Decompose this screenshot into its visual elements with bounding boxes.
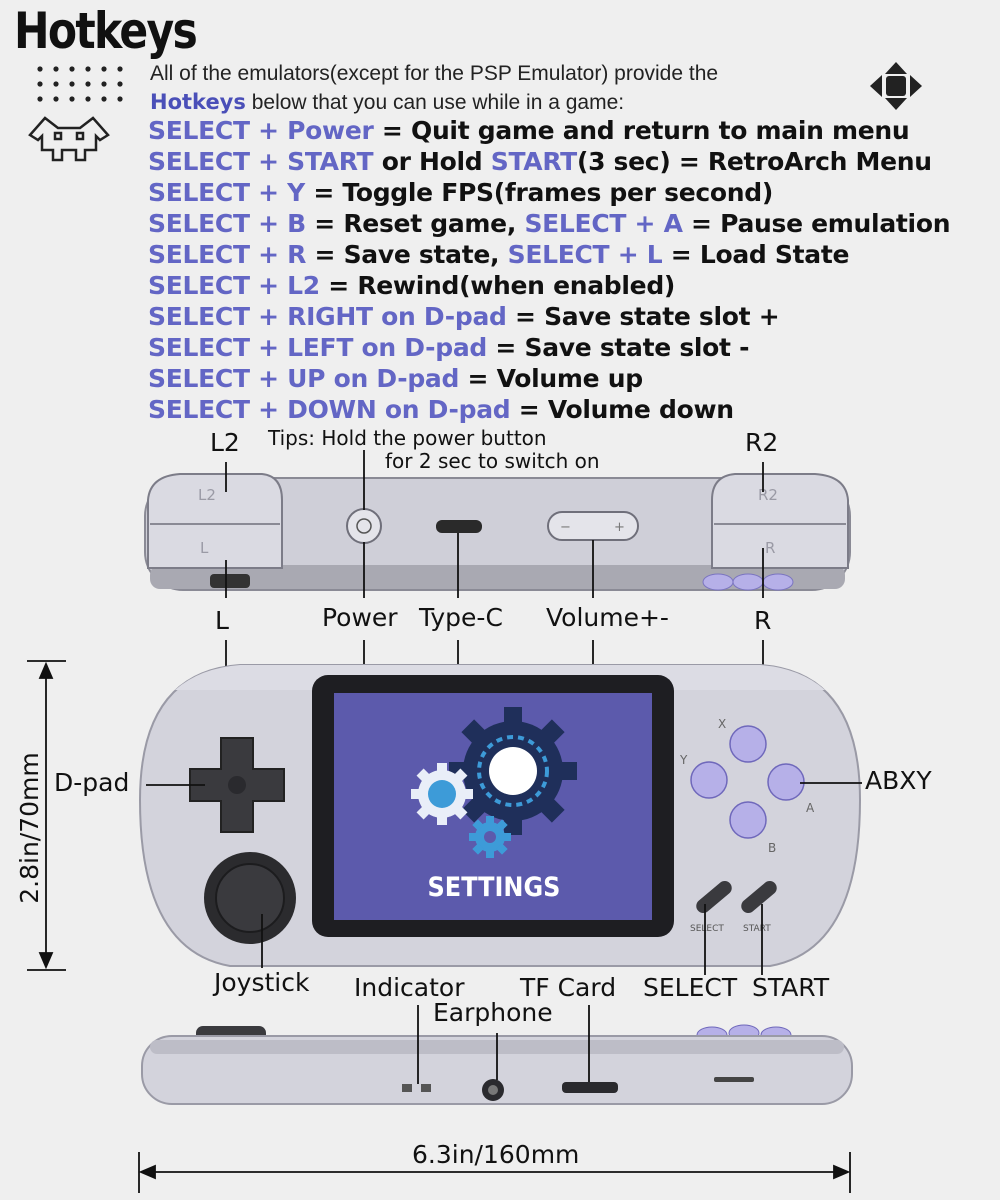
dpad-icon [189, 737, 285, 833]
dpad-arrows-icon [870, 62, 922, 110]
label-typec: Type-C [419, 603, 503, 632]
hotkey-line: SELECT + Y = Toggle FPS(frames per secon… [148, 178, 773, 207]
device-front-view [138, 640, 862, 967]
hotkey-combo: SELECT + L [507, 240, 663, 269]
hotkey-combo: SELECT + L2 [148, 271, 320, 300]
label-indicator: Indicator [354, 973, 465, 1002]
screen-settings-text: SETTINGS [428, 872, 561, 902]
hotkey-combo: SELECT + Y [148, 178, 305, 207]
label-volume: Volume+- [546, 603, 669, 632]
device-print-vol-plus: + [614, 520, 625, 535]
hotkey-combo: SELECT + B [148, 209, 306, 238]
intro-line-1: All of the emulators(except for the PSP … [150, 62, 719, 85]
hotkey-action: or Hold [373, 147, 491, 176]
label-select: SELECT [643, 973, 738, 1002]
intro-hotkeys-word: Hotkeys [150, 90, 246, 114]
device-print-b: B [768, 841, 776, 855]
device-top-view [144, 473, 851, 591]
tips-line-1: Tips: Hold the power button [268, 426, 547, 450]
page-title: Hotkeys [14, 2, 198, 60]
device-print-l: L [200, 539, 209, 557]
device-print-x: X [718, 717, 726, 731]
hotkey-line: SELECT + LEFT on D-pad = Save state slot… [148, 333, 749, 362]
hotkey-action: = Volume down [510, 395, 734, 424]
label-l: L [215, 606, 229, 635]
hotkey-combo: SELECT + START [148, 147, 374, 176]
hotkey-action: = Volume up [459, 364, 644, 393]
height-dimension [27, 660, 66, 971]
width-dimension [138, 1152, 851, 1193]
hotkey-action: = Save state, [306, 240, 508, 269]
hotkey-combo: SELECT + R [148, 240, 307, 269]
hotkey-action: = Pause emulation [682, 209, 951, 238]
front-leader-lines [146, 782, 862, 975]
hotkey-combo: SELECT + DOWN on D-pad [148, 395, 511, 424]
hotkey-action: = Quit game and return to main menu [373, 116, 910, 145]
hotkey-combo: SELECT + UP on D-pad [148, 364, 460, 393]
abxy-buttons [690, 725, 805, 839]
hotkey-action: = Load State [662, 240, 850, 269]
hotkey-action: = Toggle FPS(frames per second) [304, 178, 773, 207]
intro-line-2: Hotkeys below that you can use while in … [150, 90, 624, 115]
hotkey-action: (3 sec) = RetroArch Menu [576, 147, 932, 176]
label-abxy: ABXY [865, 766, 932, 795]
label-dpad: D-pad [54, 768, 130, 797]
intro-line-2-rest: below that you can use while in a game: [251, 91, 625, 114]
hotkey-line: SELECT + START or Hold START(3 sec) = Re… [148, 147, 932, 176]
label-tfcard: TF Card [520, 973, 617, 1002]
label-joystick: Joystick [214, 968, 310, 997]
top-leader-lines [225, 450, 764, 598]
device-print-l2: L2 [198, 486, 216, 504]
device-print-vol-minus: − [560, 520, 571, 535]
label-start: START [752, 973, 830, 1002]
label-power: Power [322, 603, 398, 632]
hotkey-line: SELECT + DOWN on D-pad = Volume down [148, 395, 734, 424]
device-print-a: A [806, 801, 815, 815]
tips-line-2: for 2 sec to switch on [385, 449, 600, 473]
hotkey-combo: SELECT + Power [148, 116, 374, 145]
hotkey-line: SELECT + B = Reset game, SELECT + A = Pa… [148, 209, 951, 238]
speaker-dots-icon [37, 66, 123, 102]
device-print-r2: R2 [758, 486, 778, 504]
hotkey-action: = Rewind(when enabled) [319, 271, 676, 300]
device-bottom-view [141, 1024, 853, 1105]
label-earphone: Earphone [433, 998, 553, 1027]
device-print-start: START [743, 924, 771, 934]
bottom-leader-lines [417, 1005, 590, 1084]
hotkey-combo: SELECT + A [524, 209, 683, 238]
hotkey-line: SELECT + Power = Quit game and return to… [148, 116, 910, 145]
hotkey-line: SELECT + L2 = Rewind(when enabled) [148, 271, 675, 300]
hotkey-combo: START [490, 147, 577, 176]
label-r: R [754, 606, 772, 635]
hotkey-action: = Save state slot - [487, 333, 750, 362]
label-r2: R2 [745, 428, 779, 457]
retroarch-invader-icon [28, 116, 110, 162]
hotkey-line: SELECT + RIGHT on D-pad = Save state slo… [148, 302, 780, 331]
joystick-icon [204, 852, 296, 944]
label-l2: L2 [210, 428, 240, 457]
width-dimension-label: 6.3in/160mm [412, 1140, 580, 1169]
device-print-select: SELECT [690, 924, 724, 934]
height-dimension-label: 2.8in/70mm [15, 752, 44, 904]
hotkey-line: SELECT + R = Save state, SELECT + L = Lo… [148, 240, 849, 269]
hotkey-combo: SELECT + LEFT on D-pad [148, 333, 488, 362]
hotkey-combo: SELECT + RIGHT on D-pad [148, 302, 507, 331]
hotkey-line: SELECT + UP on D-pad = Volume up [148, 364, 643, 393]
hotkey-action: = Reset game, [305, 209, 525, 238]
hotkey-action: = Save state slot + [506, 302, 780, 331]
device-print-y: Y [679, 753, 688, 767]
device-print-r: R [765, 539, 775, 557]
